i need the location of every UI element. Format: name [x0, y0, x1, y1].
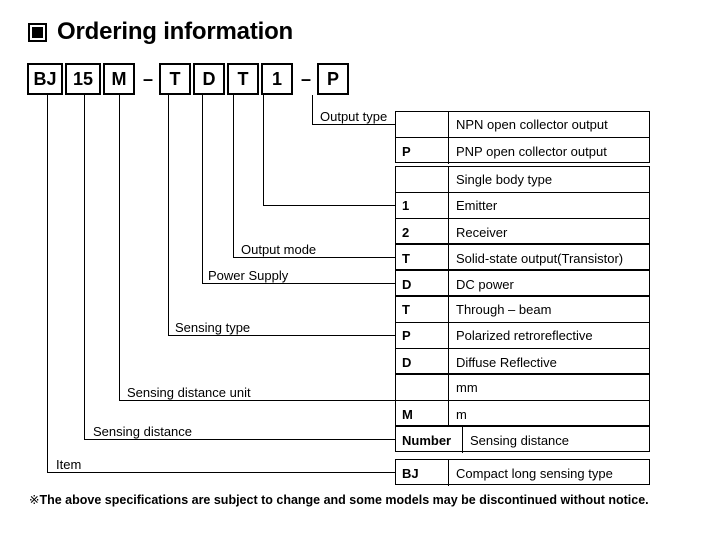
- spec-group-item: BJ Compact long sensing type: [395, 459, 650, 486]
- leader-hline-sensing-distance: [84, 439, 395, 440]
- spec-desc-cell: Compact long sensing type: [456, 465, 613, 481]
- spec-code-cell: BJ: [396, 460, 449, 486]
- model-code-box: P: [317, 63, 349, 95]
- table-row: 1 Emitter: [396, 193, 649, 219]
- footnote-mark: ※: [29, 493, 40, 507]
- spec-code-cell: T: [396, 297, 449, 322]
- spec-desc-cell: Single body type: [456, 172, 553, 187]
- table-row: Number Sensing distance: [396, 427, 649, 453]
- leader-vline-item: [47, 95, 48, 472]
- leader-label-sensing-type: Sensing type: [172, 321, 254, 334]
- table-row: P Polarized retroreflective: [396, 323, 649, 349]
- page-title: Ordering information: [28, 20, 293, 44]
- footnote: ※The above specifications are subject to…: [29, 493, 649, 508]
- spec-desc-cell: mm: [456, 380, 478, 395]
- model-code-box: T: [227, 63, 259, 95]
- spec-desc-cell: Emitter: [456, 198, 498, 213]
- spec-code-cell: Number: [396, 427, 463, 453]
- table-row: P PNP open collector output: [396, 138, 649, 164]
- table-row: D DC power: [396, 271, 649, 297]
- model-code-box: 1: [261, 63, 293, 95]
- model-code-dash: –: [142, 68, 153, 89]
- spec-group-body-type: Single body type 1 Emitter 2 Receiver: [395, 166, 650, 245]
- leader-hline-sensing-type: [168, 335, 395, 336]
- leader-hline-output-mode: [233, 257, 395, 258]
- table-row: NPN open collector output: [396, 112, 649, 138]
- filled-square-icon: [28, 22, 47, 42]
- spec-desc-cell: DC power: [456, 276, 514, 292]
- leader-label-output-type: Output type: [317, 110, 391, 123]
- spec-code-cell: [396, 167, 449, 192]
- leader-vline-output-mode: [233, 95, 234, 257]
- spec-code-cell: 2: [396, 219, 449, 245]
- leader-label-sensing-distance-unit: Sensing distance unit: [124, 386, 254, 399]
- spec-code-cell: P: [396, 138, 449, 164]
- table-row: T Solid-state output(Transistor): [396, 245, 649, 271]
- spec-code-cell: T: [396, 245, 449, 271]
- table-row: BJ Compact long sensing type: [396, 460, 649, 486]
- spec-desc-cell: NPN open collector output: [456, 117, 608, 132]
- spec-desc-cell: Sensing distance: [470, 432, 570, 448]
- spec-desc-cell: Receiver: [456, 224, 508, 240]
- spec-group-output-mode: T Solid-state output(Transistor): [395, 244, 650, 271]
- spec-desc-cell: PNP open collector output: [456, 143, 607, 159]
- spec-code-cell: D: [396, 349, 449, 375]
- model-code-dash: –: [300, 68, 311, 89]
- table-row: 2 Receiver: [396, 219, 649, 245]
- model-code-box: BJ: [27, 63, 63, 95]
- leader-hline-output-type: [312, 124, 395, 125]
- table-row: T Through – beam: [396, 297, 649, 323]
- spec-code-cell: 1: [396, 193, 449, 218]
- leader-vline-power-supply: [202, 95, 203, 283]
- spec-code-cell: M: [396, 401, 449, 427]
- model-code-box: T: [159, 63, 191, 95]
- model-code-box: D: [193, 63, 225, 95]
- leader-label-power-supply: Power Supply: [205, 269, 292, 282]
- leader-vline-emitter-receiver: [263, 95, 264, 205]
- leader-label-sensing-distance: Sensing distance: [90, 425, 196, 438]
- spec-group-sensing-distance: Number Sensing distance: [395, 426, 650, 453]
- table-row: D Diffuse Reflective: [396, 349, 649, 375]
- spec-desc-cell: Diffuse Reflective: [456, 354, 557, 370]
- leader-vline-sensing-distance-unit: [119, 95, 120, 400]
- footnote-text: The above specifications are subject to …: [39, 493, 649, 507]
- spec-code-cell: P: [396, 323, 449, 348]
- leader-vline-sensing-distance: [84, 95, 85, 439]
- spec-desc-cell: Solid-state output(Transistor): [456, 250, 624, 266]
- model-code-box: M: [103, 63, 135, 95]
- leader-label-output-mode: Output mode: [238, 243, 320, 256]
- leader-label-item: Item: [53, 458, 85, 471]
- spec-desc-cell: Polarized retroreflective: [456, 328, 593, 343]
- spec-desc-cell: m: [456, 406, 467, 422]
- spec-desc-cell: Through – beam: [456, 302, 552, 317]
- model-code-box: 15: [65, 63, 101, 95]
- spec-group-power-supply: D DC power: [395, 270, 650, 297]
- leader-hline-power-supply: [202, 283, 395, 284]
- spec-code-cell: [396, 112, 449, 137]
- spec-code-cell: [396, 375, 449, 400]
- table-row: Single body type: [396, 167, 649, 193]
- page-title-text: Ordering information: [57, 18, 294, 45]
- table-row: mm: [396, 375, 649, 401]
- leader-hline-item: [47, 472, 395, 473]
- spec-code-cell: D: [396, 271, 449, 297]
- leader-vline-sensing-type: [168, 95, 169, 335]
- leader-hline-emitter-receiver: [263, 205, 395, 206]
- leader-vline-output-type: [312, 95, 313, 124]
- leader-hline-sensing-distance-unit: [119, 400, 395, 401]
